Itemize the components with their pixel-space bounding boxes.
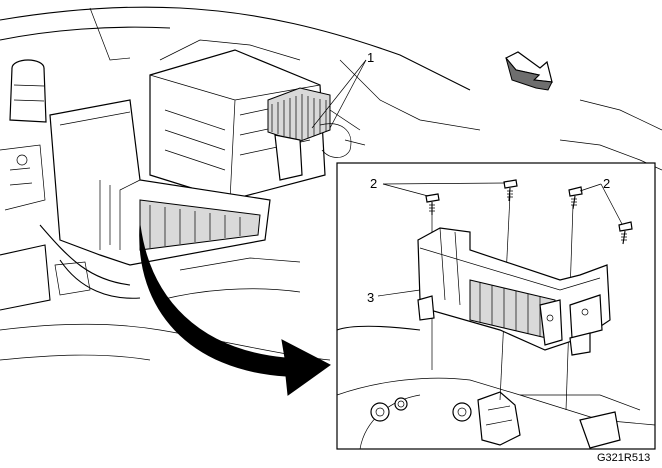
- bolt-3: [568, 186, 583, 210]
- battery-tray-installed: [39, 99, 271, 299]
- curved-arrow-icon: [139, 224, 331, 396]
- figure-id: G321R513: [597, 452, 650, 464]
- callout-3: 3: [367, 290, 374, 305]
- leader-lines: [311, 59, 623, 297]
- bolt-4: [618, 221, 633, 245]
- callout-2-left: 2: [370, 176, 377, 191]
- callout-2-right: 2: [603, 176, 610, 191]
- battery-tray-item-3: [417, 227, 611, 356]
- engine-compartment-view: [0, 6, 662, 361]
- bolt-1: [425, 193, 440, 215]
- bolt-2: [503, 179, 518, 202]
- front-direction-arrow-icon: [505, 51, 553, 91]
- ribbed-module: [267, 87, 331, 143]
- coolant-reservoir: [9, 59, 47, 123]
- callout-1: 1: [367, 50, 374, 65]
- detail-inset: [336, 162, 656, 450]
